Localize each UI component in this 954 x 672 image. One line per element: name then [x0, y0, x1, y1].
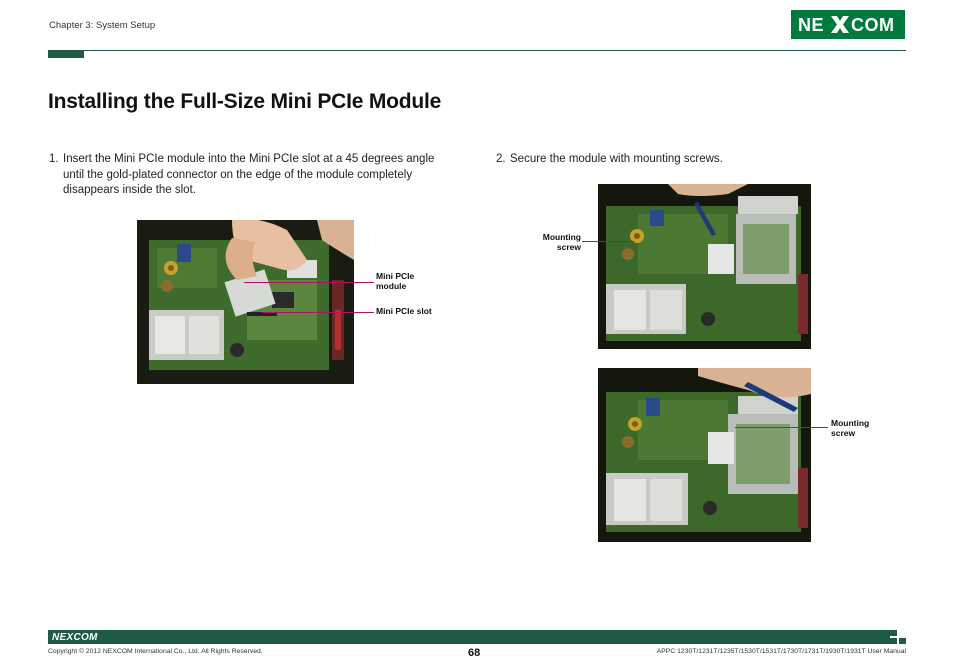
nexcom-logo: NE COM	[791, 10, 905, 39]
leader-mounting-screw-top	[582, 241, 634, 242]
header-accent-bar	[48, 50, 84, 58]
copyright-text: Copyright © 2012 NEXCOM International Co…	[48, 648, 263, 655]
chapter-label: Chapter 3: System Setup	[49, 20, 156, 31]
footer-nexcom-logo: NEXCOM	[52, 632, 98, 643]
step-2: 2. Secure the module with mounting screw…	[496, 152, 816, 168]
callout-mounting-screw-bottom: Mounting screw	[831, 418, 869, 438]
step-1-number: 1.	[49, 153, 59, 165]
callout-mini-pcie-module-line2: module	[376, 281, 407, 291]
leader-mini-pcie-slot	[262, 312, 374, 313]
page-number: 68	[468, 647, 481, 659]
photo-secured-bottom	[598, 368, 811, 542]
step-1: 1. Insert the Mini PCIe module into the …	[49, 152, 444, 199]
callout-mounting-screw-top: Mounting screw	[530, 232, 581, 252]
callout-mini-pcie-module-line1: Mini PCIe	[376, 271, 415, 281]
leader-mini-pcie-module	[244, 282, 374, 283]
callout-mounting-screw-bottom-line1: Mounting	[831, 418, 870, 428]
step-2-number: 2.	[496, 153, 506, 165]
callout-mounting-screw-top-line2: screw	[556, 242, 581, 252]
footer-bar	[48, 630, 890, 644]
svg-text:NE: NE	[798, 15, 824, 35]
footer-squares-icon	[890, 630, 906, 644]
page-title: Installing the Full-Size Mini PCIe Modul…	[48, 90, 442, 113]
step-2-text: Secure the module with mounting screws.	[510, 153, 723, 165]
callout-mounting-screw-top-line1: Mounting	[542, 232, 581, 242]
callout-mounting-screw-bottom-line2: screw	[831, 428, 856, 438]
manual-title: APPC 1230T/1231T/1235T/1530T/1531T/1730T…	[656, 648, 906, 655]
step-1-text: Insert the Mini PCIe module into the Min…	[63, 153, 435, 196]
leader-mounting-screw-bottom	[735, 427, 828, 428]
callout-mini-pcie-module: Mini PCIe module	[376, 271, 414, 291]
photo-insert-module	[137, 220, 354, 384]
callout-mini-pcie-slot: Mini PCIe slot	[376, 306, 432, 316]
svg-text:COM: COM	[851, 15, 895, 35]
header-rule	[84, 50, 906, 51]
photo-secured-top	[598, 184, 811, 349]
